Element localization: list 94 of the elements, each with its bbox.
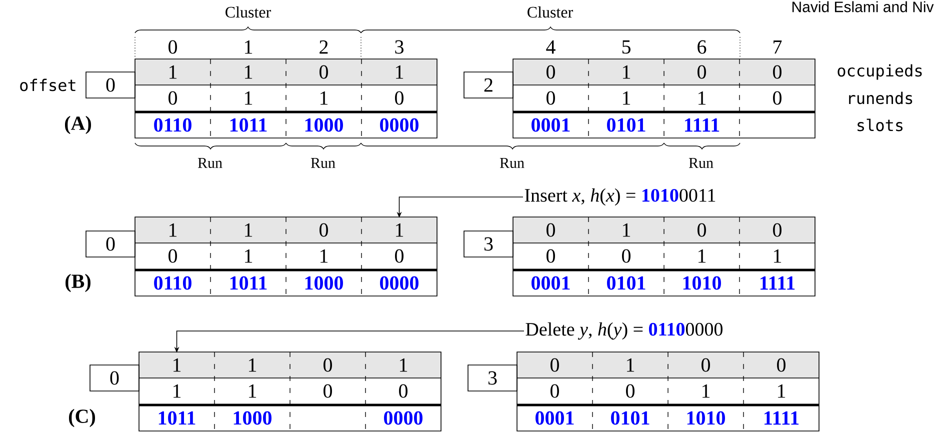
bit-value: 1 [623,65,630,79]
bit-value: 1 [702,384,710,398]
bit-value: 0 [168,91,177,105]
operation-label: Delete y, h(y) = 01100000 [526,322,722,340]
bit-value: 5 [622,40,630,54]
offset-box: 3 [464,230,514,258]
bit-value: 1 [245,91,252,105]
bit-value: 1 [174,358,181,372]
brace-label: Cluster [226,6,271,18]
panel-label: (A) [65,116,91,134]
slot-value: 0000 [380,276,418,290]
bit-value: 4 [546,40,556,54]
bit-value: 0 [550,384,559,398]
bit-value: 0 [546,223,555,237]
bit-value: 0 [546,249,555,263]
bit-value: 1 [245,40,252,54]
bit-value: 1 [170,223,177,237]
bit-value: 0 [324,384,332,398]
bit-value: 1 [623,223,630,237]
row-label: occupieds [838,64,922,80]
slot-value: 1111 [764,411,799,425]
brace-label: Run [688,158,714,168]
running-header: Navid Eslami and Niv [792,1,934,12]
bit-value: 0 [168,40,177,54]
bit-value: 0 [546,65,555,79]
bit-value: 0 [395,249,404,263]
bit-value: 0 [773,223,782,237]
bit-value: 1 [245,65,252,79]
slot-value: 0101 [611,411,650,425]
offset-box: 0 [86,230,136,258]
bit-value: 6 [698,40,706,54]
bit-value: 1 [396,65,404,79]
slot-value: 0110 [154,118,192,132]
bit-value: 0 [698,65,706,79]
slot-value: 0001 [532,118,570,132]
slot-value: 1011 [230,276,267,290]
slot-value: 0101 [607,118,646,132]
bit-value: 0 [773,91,782,105]
bit-value: 1 [245,249,252,263]
bit-value: 0 [626,384,634,398]
bit-value: 1 [170,65,177,79]
slot-value: 0000 [380,118,418,132]
bit-value: 0 [622,249,630,263]
slot-value: 1111 [760,276,795,290]
bit-value: 7 [774,40,782,54]
bit-value: 0 [777,358,786,372]
bit-value: 0 [320,65,328,79]
bit-value: 1 [245,223,252,237]
slot-value: 1010 [683,276,721,290]
bit-value: 1 [698,91,706,105]
panel-label: (B) [66,274,90,292]
bit-value: 2 [320,40,328,54]
bit-value: 3 [395,40,404,54]
bit-value: 0 [698,223,706,237]
slot-value: 1010 [687,411,725,425]
bit-value: 0 [395,91,404,105]
bit-value: 1 [778,384,786,398]
operation-label: Insert x, h(x) = 10100011 [524,188,716,206]
bit-value: 0 [168,249,177,263]
brace-label: Run [310,158,336,168]
bit-value: 0 [324,358,332,372]
bit-value: 1 [320,91,328,105]
bit-value: 1 [698,249,706,263]
bit-value: 0 [773,65,782,79]
bit-value: 1 [774,249,782,263]
brace-label: Run [198,158,222,168]
bit-value: 1 [320,249,328,263]
slot-value: 1111 [685,118,720,132]
slot-value: 1000 [305,118,343,132]
slot-value: 1000 [234,411,272,425]
bit-value: 0 [320,223,328,237]
bit-value: 1 [249,384,256,398]
bit-value: 1 [400,358,408,372]
bit-value: 0 [550,358,559,372]
bit-value: 1 [627,358,634,372]
slot-value: 1000 [305,276,343,290]
bit-value: 0 [702,358,710,372]
offset-box: 0 [90,364,140,392]
slot-value: 0001 [536,411,574,425]
brace-label: Run [500,158,524,168]
bit-value: 1 [396,223,404,237]
bit-value: 1 [174,384,181,398]
bit-value: 1 [249,358,256,372]
offset-box: 0 [86,72,136,98]
offset-box: 3 [468,364,518,392]
offset-box: 2 [464,72,514,98]
bit-value: 1 [623,91,630,105]
bit-value: 0 [546,91,555,105]
panel-label: (C) [69,408,95,428]
row-label: slots [858,118,902,132]
slot-value: 1011 [230,118,267,132]
bit-value: 0 [399,384,408,398]
slot-value: 0101 [607,276,646,290]
row-label: runends [849,92,912,104]
